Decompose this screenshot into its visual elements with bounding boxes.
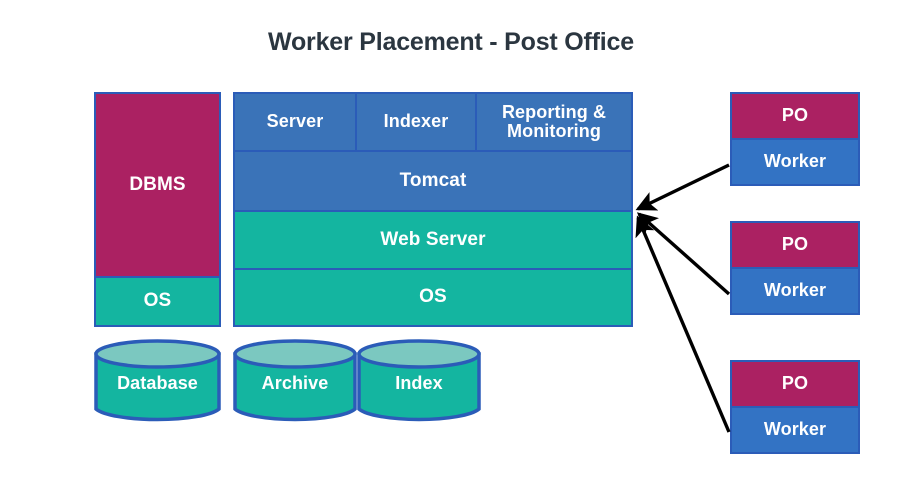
web-server-row: Web Server [233,210,633,270]
archive-cylinder-label: Archive [261,372,329,393]
reporting-monitoring-cell: Reporting & Monitoring [475,92,633,152]
worker-block-3: Worker [730,406,860,454]
index-cylinder: Index [357,339,481,424]
database-cylinder: Database [94,339,221,424]
worker-group-1: PO Worker [730,92,860,186]
dbms-block: DBMS [94,92,221,278]
worker-block-2: Worker [730,267,860,315]
worker-group-3: PO Worker [730,360,860,454]
worker-block-1: Worker [730,138,860,186]
connection-arrow-3 [635,215,731,433]
index-cylinder-label: Index [395,372,443,393]
tomcat-row: Tomcat [233,150,633,212]
po-block-2: PO [730,221,860,269]
cylinder-shape-icon [94,339,221,422]
connection-arrow-2 [636,212,731,296]
dbms-stack: DBMS OS [94,92,221,327]
server-os-row: OS [233,268,633,327]
archive-cylinder: Archive [233,339,357,424]
po-block-1: PO [730,92,860,140]
cylinder-shape-icon [357,339,481,422]
database-cylinder-label: Database [117,372,198,393]
server-stack: Server Indexer Reporting & Monitoring To… [233,92,633,327]
page-title: Worker Placement - Post Office [268,28,634,56]
connection-arrow-1 [635,163,730,211]
dbms-os-block: OS [94,276,221,327]
worker-group-2: PO Worker [730,221,860,315]
indexer-cell: Indexer [355,92,477,152]
po-block-3: PO [730,360,860,408]
server-cell: Server [233,92,357,152]
cylinder-shape-icon [233,339,357,422]
